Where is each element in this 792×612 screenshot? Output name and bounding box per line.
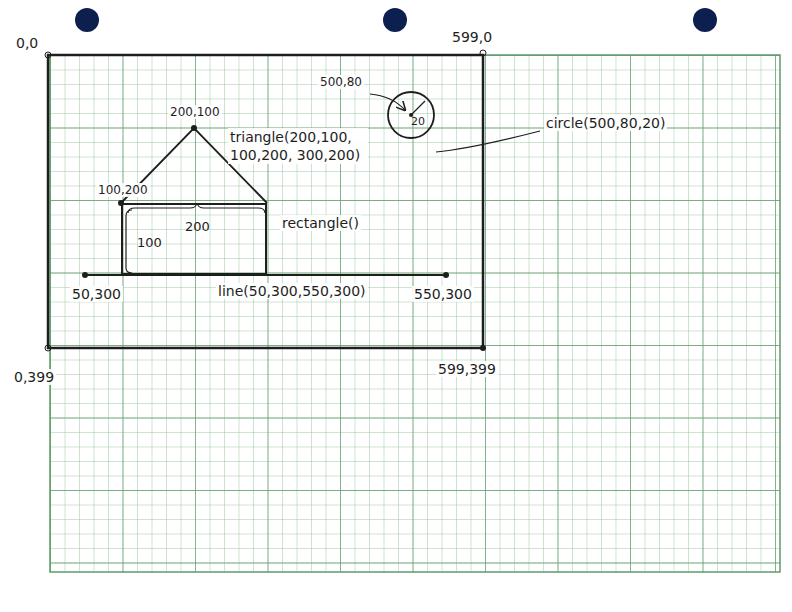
corner-dot [480,345,486,351]
label-slot: 100,200 [96,180,150,199]
endpoint-coordinate: 50,300 [70,286,123,302]
corner-dot [480,50,486,56]
rectangle-call: rectangle() [280,215,361,231]
line-call: line(50,300,550,300) [216,283,368,299]
circle-outline [388,92,434,138]
height-bracket [126,210,132,273]
grid-major [50,55,780,572]
endpoint-coordinate: 550,300 [412,286,474,302]
vertex-coordinate: 100,200 [96,183,150,197]
label-slot: 599,399 [436,360,498,378]
height-dimension: 100 [137,235,162,250]
paper-edge [50,55,780,572]
corner-dot [45,345,51,351]
endpoint-dot [82,272,88,278]
vertex-dot [191,125,197,131]
circle-shape: 20 [386,90,436,140]
label-slot: 0,0 [14,34,40,52]
label-slot: 550,300 [412,285,474,303]
rectangle-shape: 200 100 [121,203,267,275]
label-slot: 200,100 [168,102,222,121]
circle-call: circle(500,80,20) [544,115,667,131]
radius-dimension: 20 [411,114,425,129]
center-coordinate: 500,80 [318,75,364,89]
width-dimension: 200 [185,219,210,234]
vertex-coordinate: 200,100 [168,105,222,119]
corner-coordinate: 599,0 [450,29,494,45]
corner-coordinate: 599,399 [436,361,498,377]
origin-coordinate: 0,0 [14,35,40,51]
label-slot: rectangle() [280,214,361,232]
label-slot: triangle(200,100, 100,200, 300,200) [228,128,368,164]
canvas-border [48,55,483,348]
corner-coordinate: 0,399 [12,369,56,385]
label-slot: 500,80 [318,72,364,91]
corner-dot [45,52,51,58]
endpoint-dot [443,272,449,278]
label-slot: line(50,300,550,300) [216,282,368,300]
punch-hole [693,8,717,32]
label-slot: circle(500,80,20) [544,114,667,132]
punch-hole [383,8,407,32]
center-pointer [370,94,405,110]
leader-line [436,131,540,152]
label-slot: 599,0 [450,28,494,46]
grid-minor [50,55,780,572]
punch-hole [75,8,99,32]
triangle-call: triangle(200,100, 100,200, 300,200) [228,128,368,164]
radius-line [411,101,425,115]
label-slot: 0,399 [12,368,56,386]
label-slot: 50,300 [70,285,123,303]
